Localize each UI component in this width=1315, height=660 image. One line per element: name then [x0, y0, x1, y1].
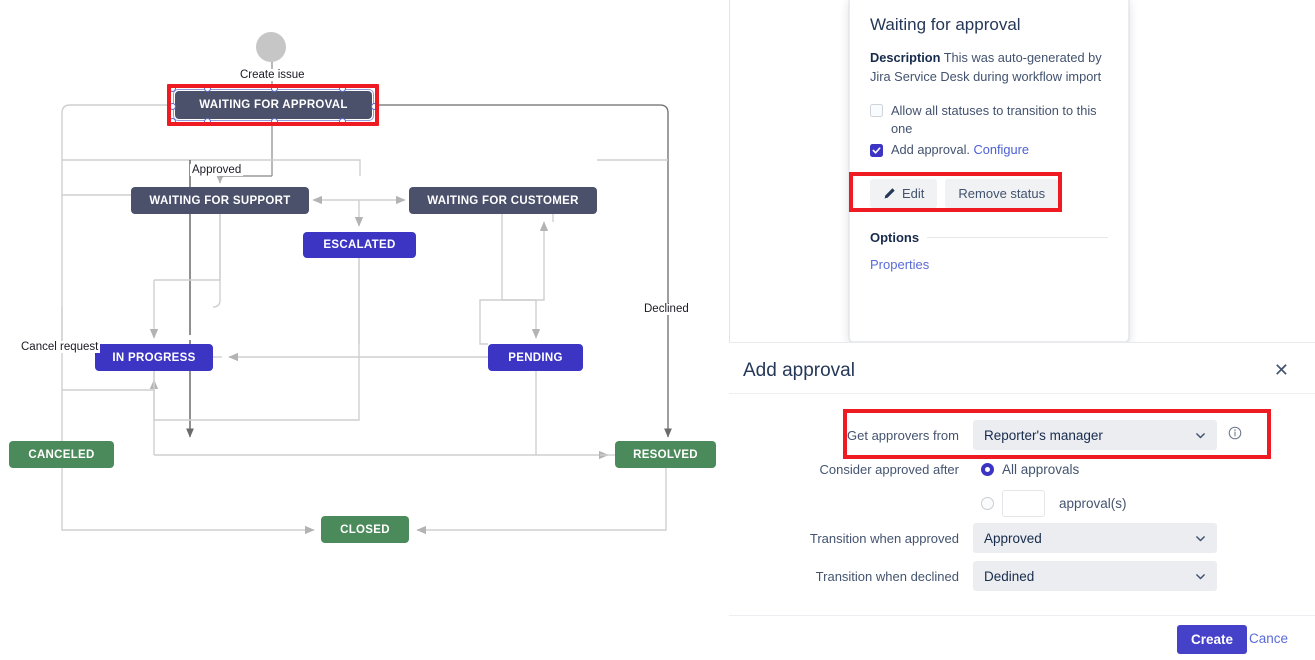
- options-heading-row: Options: [870, 230, 1108, 245]
- configure-link[interactable]: Configure: [973, 142, 1030, 158]
- dialog-title: Add approval: [743, 360, 855, 381]
- resize-handle-ne[interactable]: [339, 85, 346, 92]
- dialog-footer-divider: [729, 615, 1315, 616]
- allow-all-statuses-row[interactable]: Allow all statuses to transition to this…: [870, 102, 1108, 137]
- approval-count-suffix: approval(s): [1059, 496, 1127, 511]
- transition-when-approved-select[interactable]: Approved: [973, 523, 1217, 553]
- chevron-down-icon: [1196, 535, 1205, 541]
- resize-handle-sw[interactable]: [169, 118, 176, 125]
- node-label: WAITING FOR SUPPORT: [149, 194, 291, 207]
- add-approval-text: Add approval.: [891, 142, 970, 158]
- status-node-canceled[interactable]: CANCELED: [9, 441, 114, 468]
- cancel-button[interactable]: Cance: [1249, 631, 1289, 646]
- status-node-closed[interactable]: CLOSED: [321, 516, 409, 543]
- add-approval-label: Add approval. Configure: [891, 141, 1029, 159]
- field-get-approvers-from: Get approvers from Reporter's manager: [729, 420, 1242, 450]
- field-transition-when-declined: Transition when declined Dedined: [729, 561, 1217, 591]
- node-label: WAITING FOR CUSTOMER: [427, 194, 579, 207]
- field-consider-approved-after: Consider approved after All approvals: [729, 462, 1080, 477]
- resize-handle-nw[interactable]: [169, 85, 176, 92]
- options-heading: Options: [870, 230, 920, 246]
- resize-handle-e[interactable]: [371, 103, 378, 110]
- create-button[interactable]: Create: [1177, 625, 1248, 654]
- remove-status-label: Remove status: [958, 186, 1046, 202]
- pencil-icon: [884, 188, 895, 199]
- resize-handle-w[interactable]: [169, 103, 176, 110]
- edge-label-approved: Approved: [190, 164, 244, 176]
- node-selection-outline: [169, 85, 378, 125]
- transition-when-approved-value: Approved: [984, 530, 1042, 546]
- allow-all-statuses-checkbox[interactable]: [870, 104, 883, 118]
- transition-when-declined-select[interactable]: Dedined: [973, 561, 1217, 591]
- dialog-header-divider: [729, 393, 1315, 394]
- status-node-pending[interactable]: PENDING: [488, 344, 583, 371]
- add-approval-checkbox[interactable]: [870, 143, 883, 157]
- popup-description: Description This was auto-generated by J…: [870, 49, 1108, 86]
- node-label: RESOLVED: [633, 448, 698, 461]
- node-label: CLOSED: [340, 523, 390, 536]
- remove-status-button[interactable]: Remove status: [945, 179, 1059, 209]
- transition-when-approved-label: Transition when approved: [809, 530, 959, 546]
- create-issue-start-node[interactable]: [256, 32, 286, 62]
- node-label: PENDING: [508, 351, 563, 364]
- status-detail-popup: Waiting for approval Description This wa…: [849, 0, 1129, 342]
- transition-when-declined-label: Transition when declined: [815, 568, 959, 584]
- options-divider: [927, 237, 1108, 239]
- workflow-connectors: [61, 46, 672, 535]
- description-text: This was auto-generated by Jira Service …: [870, 50, 1102, 84]
- status-node-resolved[interactable]: RESOLVED: [615, 441, 716, 468]
- resize-handle-n[interactable]: [204, 85, 211, 92]
- status-node-waiting-for-customer[interactable]: WAITING FOR CUSTOMER: [409, 187, 597, 214]
- description-label: Description: [870, 50, 941, 65]
- status-action-buttons: Edit Remove status: [870, 179, 1108, 209]
- radio-all-approvals-label: All approvals: [1002, 462, 1080, 477]
- add-approval-row[interactable]: Add approval. Configure: [870, 141, 1108, 159]
- status-node-waiting-for-support[interactable]: WAITING FOR SUPPORT: [131, 187, 309, 214]
- status-node-waiting-for-approval[interactable]: WAITING FOR APPROVAL: [175, 91, 372, 119]
- info-icon[interactable]: [1228, 426, 1242, 445]
- edge-label-declined: Declined: [642, 303, 691, 315]
- popup-title: Waiting for approval: [870, 15, 1021, 34]
- status-node-in-progress[interactable]: IN PROGRESS: [95, 344, 213, 371]
- get-approvers-from-select[interactable]: Reporter's manager: [973, 420, 1217, 450]
- resize-handle-s[interactable]: [204, 118, 211, 125]
- get-approvers-from-label: Get approvers from: [847, 427, 959, 443]
- get-approvers-from-value: Reporter's manager: [984, 427, 1103, 443]
- resize-handle-s2[interactable]: [271, 118, 278, 125]
- allow-all-statuses-label: Allow all statuses to transition to this…: [891, 103, 1097, 136]
- node-label: ESCALATED: [323, 239, 396, 251]
- field-transition-when-approved: Transition when approved Approved: [729, 523, 1217, 553]
- radio-approval-count[interactable]: [981, 497, 994, 510]
- field-approval-count: approval(s): [729, 490, 1127, 517]
- approval-count-input[interactable]: [1002, 490, 1045, 517]
- node-label: CANCELED: [28, 448, 95, 461]
- edit-button-label: Edit: [902, 186, 925, 202]
- properties-link[interactable]: Properties: [870, 257, 930, 273]
- chevron-down-icon: [1196, 573, 1205, 579]
- edge-label-cancel-request: Cancel request: [19, 341, 101, 353]
- edit-button[interactable]: Edit: [870, 179, 938, 209]
- chevron-down-icon: [1196, 432, 1205, 438]
- panel-divider: [729, 0, 730, 348]
- node-label: WAITING FOR APPROVAL: [199, 99, 348, 111]
- resize-handle-se[interactable]: [339, 118, 346, 125]
- workflow-diagram-canvas[interactable]: WAITING FOR APPROVAL WAITING FOR SUPPORT…: [0, 0, 729, 660]
- edge-label-create-issue: Create issue: [238, 69, 307, 81]
- radio-all-approvals[interactable]: [981, 463, 994, 476]
- add-approval-dialog: Add approval ✕ Get approvers from Report…: [729, 342, 1315, 660]
- node-label: IN PROGRESS: [112, 351, 196, 364]
- status-node-escalated[interactable]: ESCALATED: [303, 232, 416, 258]
- transition-when-declined-value: Dedined: [984, 568, 1035, 584]
- close-icon[interactable]: ✕: [1273, 360, 1289, 380]
- resize-handle-n2[interactable]: [271, 85, 278, 92]
- consider-approved-after-label: Consider approved after: [819, 462, 959, 477]
